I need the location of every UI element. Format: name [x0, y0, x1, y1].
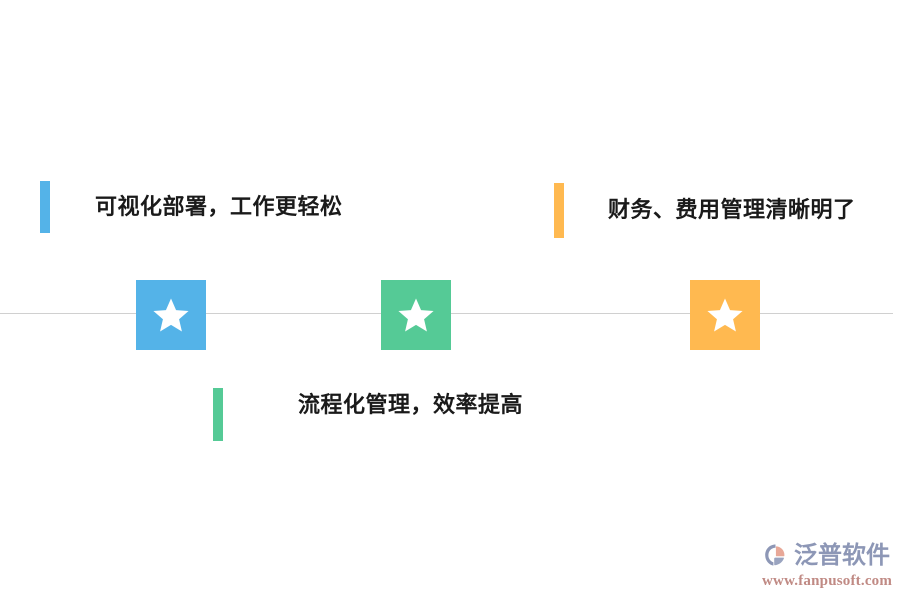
caption-finance: 财务、费用管理清晰明了 — [0, 0, 900, 260]
brand-name: 泛普软件 — [794, 542, 890, 569]
milestone-visualization[interactable] — [136, 280, 206, 350]
caption-label: 财务、费用管理清晰明了 — [608, 197, 856, 222]
accent-bar-orange — [554, 183, 564, 238]
caption-process: 流程化管理，效率提高 — [213, 388, 524, 441]
caption-visualization: 可视化部署，工作更轻松 — [0, 0, 420, 260]
brand-row: 泛普软件 — [762, 540, 894, 572]
milestone-process[interactable] — [381, 280, 451, 350]
accent-bar-green — [213, 388, 223, 441]
accent-bar-blue — [40, 181, 50, 233]
star-icon — [152, 296, 190, 334]
fanpu-logo-icon — [762, 541, 792, 571]
brand-watermark: 泛普软件 www.fanpusoft.com — [762, 540, 894, 592]
caption-label: 流程化管理，效率提高 — [298, 392, 524, 417]
star-icon — [397, 296, 435, 334]
star-icon — [706, 296, 744, 334]
brand-url: www.fanpusoft.com — [762, 573, 893, 589]
caption-label: 可视化部署，工作更轻松 — [95, 194, 343, 219]
milestone-finance[interactable] — [690, 280, 760, 350]
